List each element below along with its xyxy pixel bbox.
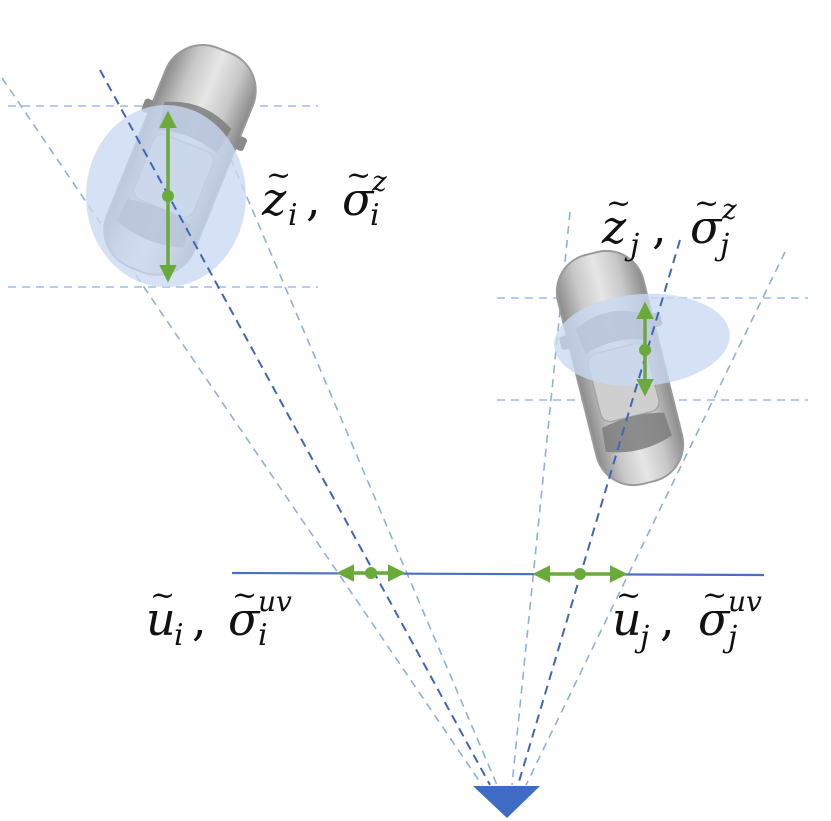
tilde-mark: ~	[232, 578, 257, 613]
label-depth-i: z ~ i , σ ~ i z	[261, 158, 387, 233]
ray-j-left	[511, 211, 571, 786]
label-depth-i-comma: ,	[306, 172, 321, 226]
label-uv-j-sup: uv	[728, 585, 762, 618]
label-depth-i-var: z	[261, 172, 287, 226]
image-plane-line	[231, 571, 765, 577]
ray-i-center	[99, 69, 491, 786]
label-depth-j-sup: z	[721, 193, 737, 226]
label-depth-i-sigma: σ	[342, 172, 375, 226]
label-uv-j-sigma: σ	[698, 592, 731, 646]
label-uv-j-var: u	[612, 592, 642, 646]
label-uv-i-sub: i	[174, 618, 184, 653]
label-uv-i-sup: uv	[258, 585, 292, 618]
label-uv-j: u ~ j , σ ~ j uv	[612, 578, 762, 655]
label-uv-i: u ~ i , σ ~ i uv	[146, 578, 292, 653]
label-depth-j-comma: ,	[652, 200, 667, 254]
label-uv-j-comma: ,	[660, 592, 675, 646]
label-uv-i-comma: ,	[192, 592, 207, 646]
label-uv-i-sub2: i	[258, 618, 268, 653]
depth-center-dot-j	[639, 344, 651, 356]
label-depth-i-sup: z	[371, 165, 387, 198]
uv-center-dot-i	[365, 567, 377, 579]
label-uv-i-var: u	[146, 592, 176, 646]
tilde-mark: ~	[606, 186, 631, 221]
ray-i-left	[1, 77, 483, 786]
label-depth-j: z ~ j , σ ~ j z	[601, 186, 737, 263]
tilde-mark: ~	[694, 186, 719, 221]
tilde-mark: ~	[346, 158, 371, 193]
tilde-mark: ~	[266, 158, 291, 193]
tilde-mark: ~	[150, 578, 175, 613]
tilde-mark: ~	[702, 578, 727, 613]
tilde-mark: ~	[616, 578, 641, 613]
camera-triangle-icon	[473, 786, 540, 818]
label-depth-j-sigma: σ	[690, 200, 723, 254]
label-depth-j-var: z	[601, 200, 627, 254]
label-uv-i-sigma: σ	[228, 592, 261, 646]
ray-j-right	[525, 251, 786, 786]
label-depth-i-sub2: i	[370, 198, 380, 233]
uv-center-dot-j	[574, 568, 586, 580]
depth-center-dot-i	[162, 190, 174, 202]
label-depth-i-sub: i	[288, 198, 298, 233]
